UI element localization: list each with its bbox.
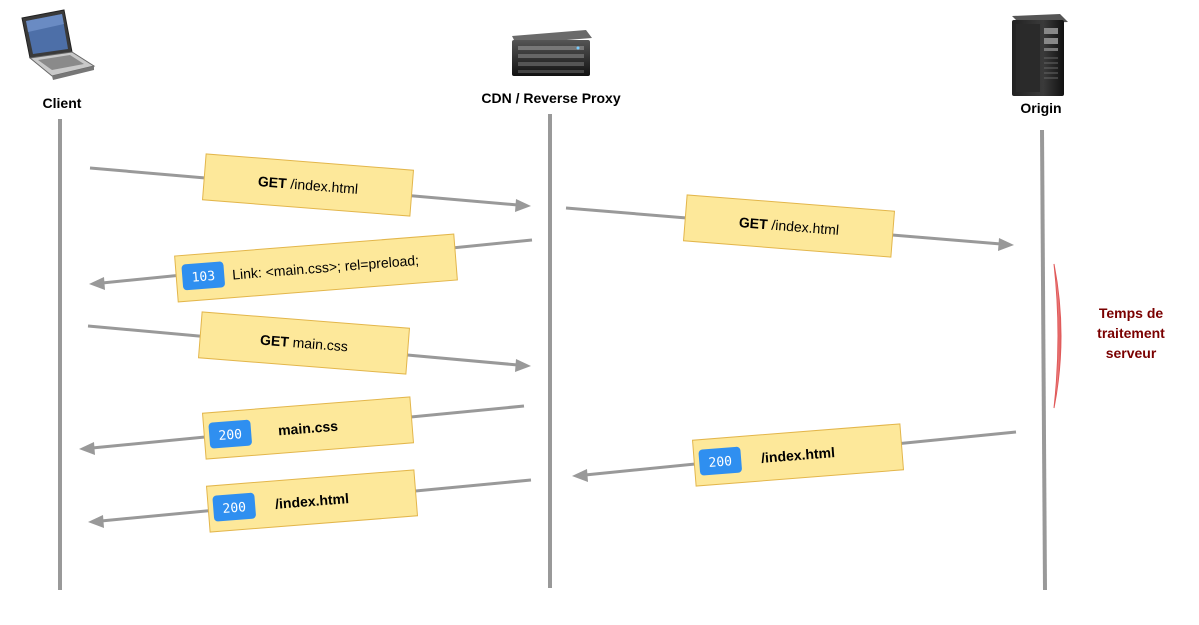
status-code-103: 103 <box>191 269 216 286</box>
message-text: /index.html <box>275 490 350 512</box>
message-early-hints: 103 Link: <main.css>; rel=preload; <box>174 233 458 303</box>
message-resp-maincss: 200 main.css <box>201 396 415 460</box>
status-code-200: 200 <box>708 454 733 471</box>
message-resp-index-origin: 200 /index.html <box>691 423 905 487</box>
tower-server-icon <box>1012 14 1068 96</box>
note-line-1: Temps de <box>1099 305 1164 321</box>
note-line-3: serveur <box>1106 345 1157 361</box>
origin-lifeline <box>1040 129 1047 591</box>
method-label: GET <box>257 173 287 191</box>
path-label: /index.html <box>767 216 840 238</box>
status-badge-200 <box>208 419 252 449</box>
path-label: main.css <box>288 334 348 355</box>
message-get-index-cdn: GET /index.html <box>682 194 896 258</box>
message-resp-index-client: 200 /index.html <box>205 469 419 533</box>
message-text: main.css <box>277 418 338 439</box>
method-label: GET <box>260 332 290 350</box>
status-code-200: 200 <box>218 427 243 444</box>
status-badge-200 <box>698 446 742 476</box>
method-label: GET <box>738 214 768 232</box>
message-text: /index.html <box>761 444 836 466</box>
actor-label-client: Client <box>43 95 82 111</box>
status-code-200: 200 <box>222 500 247 517</box>
path-label: /index.html <box>286 175 359 197</box>
svg-text:GET /index.html: GET /index.html <box>738 214 839 238</box>
actor-label-cdn: CDN / Reverse Proxy <box>481 90 621 106</box>
laptop-icon <box>21 9 96 80</box>
processing-time-bracket <box>1053 263 1062 409</box>
message-get-maincss: GET main.css <box>197 311 411 375</box>
svg-text:GET /index.html: GET /index.html <box>257 173 358 197</box>
status-badge-103 <box>181 261 225 291</box>
note-line-2: traitement <box>1097 325 1165 341</box>
server-rack-icon <box>512 30 592 76</box>
svg-text:GET main.css: GET main.css <box>260 332 349 355</box>
actor-label-origin: Origin <box>1020 100 1061 116</box>
status-badge-200 <box>212 492 256 522</box>
message-get-index-client: GET /index.html <box>201 153 415 217</box>
